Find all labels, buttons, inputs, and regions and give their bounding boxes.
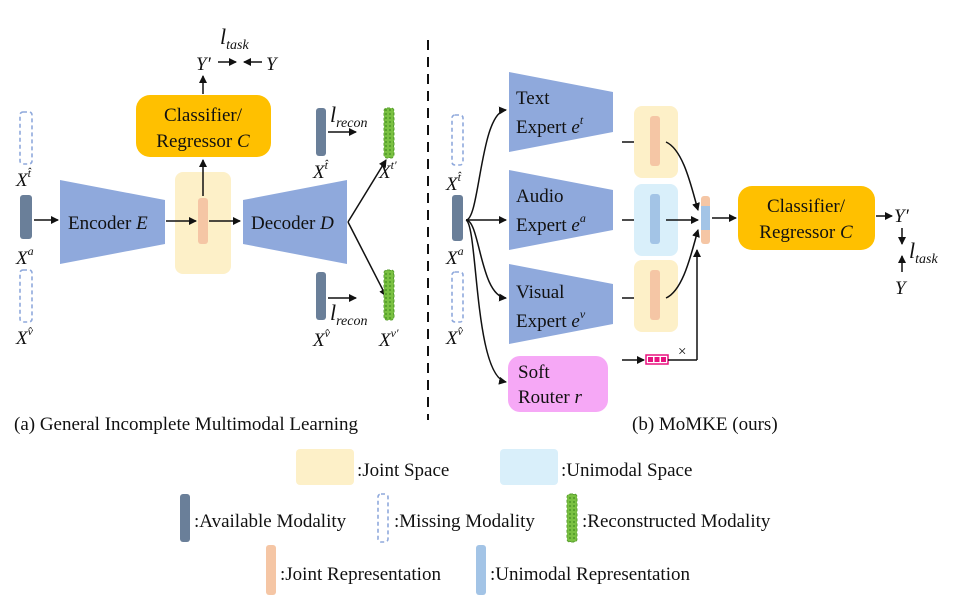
text-expert-block	[509, 72, 613, 152]
legend-joint-space: :Joint Space	[357, 460, 449, 481]
merge-arrows	[665, 141, 700, 299]
legend-reconstructed-swatch	[566, 493, 578, 543]
classifier-block-right	[738, 186, 875, 250]
classifier-right-line2: Regressor C	[759, 222, 853, 243]
multiply-symbol: ×	[678, 344, 686, 360]
l-recon-bottom: lrecon	[330, 300, 367, 329]
router-weight-cell-1	[648, 357, 653, 362]
encoder-block	[60, 180, 165, 264]
x-t-hat-recon-input-label: Xt̂	[312, 158, 329, 183]
x-v-hat-label-right: Xv̂	[445, 324, 464, 349]
y-left: Y	[266, 54, 279, 75]
text-expert-line2: Expert et	[516, 113, 584, 138]
soft-router-block	[508, 356, 608, 412]
available-text-modality-bar	[316, 108, 326, 156]
legend-available-swatch	[180, 494, 190, 542]
caption-right: (b) MoMKE (ours)	[632, 414, 778, 435]
unimodal-representation-audio	[650, 194, 660, 244]
caption-left: (a) General Incomplete Multimodal Learni…	[14, 414, 358, 435]
encoder-label: Encoder E	[68, 213, 148, 234]
classifier-left-line2: Regressor C	[156, 131, 250, 152]
legend-reconstructed: :Reconstructed Modality	[582, 511, 771, 532]
classifier-block-left	[136, 95, 271, 157]
decoder-block	[243, 180, 347, 264]
missing-text-modality-bar-right	[451, 114, 464, 166]
legend-unimodal-rep: :Unimodal Representation	[490, 564, 690, 585]
legend-unimodal-space-swatch	[500, 449, 558, 485]
legend-missing-swatch	[377, 493, 389, 543]
l-recon-top: lrecon	[330, 102, 367, 131]
visual-expert-line1: Visual	[516, 282, 564, 303]
fused-unimodal-segment	[701, 206, 710, 230]
visual-expert-block	[509, 264, 613, 344]
visual-expert-line2: Expert ev	[516, 307, 586, 332]
l-task-right: ltask	[909, 238, 938, 267]
missing-text-modality-bar	[19, 111, 33, 165]
router-line1: Soft	[518, 362, 550, 383]
joint-representation-visual	[650, 270, 660, 320]
arrow-decoder-to-visual-recon	[347, 221, 387, 297]
available-visual-modality-bar	[316, 272, 326, 320]
arrow-decoder-to-text-recon	[347, 159, 387, 223]
y-prime-left: Y′	[196, 54, 212, 75]
legend-joint-rep: :Joint Representation	[280, 564, 441, 585]
legend-available: :Available Modality	[194, 511, 347, 532]
missing-visual-modality-bar-right	[451, 271, 464, 323]
y-prime-right: Y′	[894, 206, 910, 227]
legend-missing: :Missing Modality	[394, 511, 535, 532]
decoder-label: Decoder D	[251, 213, 334, 234]
available-audio-modality-bar-right	[452, 195, 463, 241]
text-expert-line1: Text	[516, 88, 550, 109]
classifier-right-line1: Classifier/	[767, 196, 846, 217]
y-right: Y	[895, 278, 908, 299]
router-line2: Router r	[518, 387, 582, 408]
legend-unimodal-space: :Unimodal Space	[561, 460, 692, 481]
available-audio-modality-bar	[20, 195, 32, 239]
legend-unimodal-rep-swatch	[476, 545, 486, 595]
x-a-label: Xa	[15, 244, 34, 269]
classifier-left-line1: Classifier/	[164, 105, 243, 126]
audio-expert-line2: Expert ea	[516, 211, 586, 236]
router-weight-cell-3	[661, 357, 666, 362]
router-weight-cell-2	[654, 357, 660, 362]
x-v-hat-recon-input-label: Xv̂	[312, 326, 331, 351]
legend-joint-space-swatch	[296, 449, 354, 485]
missing-visual-modality-bar	[19, 269, 33, 323]
x-t-hat-label: Xt̂	[15, 166, 32, 191]
audio-expert-line1: Audio	[516, 186, 564, 207]
legend-joint-rep-swatch	[266, 545, 276, 595]
reconstructed-text-modality-bar	[383, 107, 395, 159]
audio-expert-block	[509, 170, 613, 250]
l-task-left: ltask	[220, 24, 249, 53]
reconstructed-visual-modality-bar	[383, 269, 395, 321]
x-v-prime-label: Xv′	[378, 326, 399, 351]
joint-representation-text	[650, 116, 660, 166]
x-a-label-right: Xa	[445, 244, 464, 269]
fan-out-arrows	[465, 106, 507, 385]
x-t-prime-label: Xt′	[378, 158, 397, 183]
x-t-hat-label-right: Xt̂	[445, 170, 462, 195]
x-v-hat-label: Xv̂	[15, 324, 34, 349]
joint-representation-left	[198, 198, 208, 244]
